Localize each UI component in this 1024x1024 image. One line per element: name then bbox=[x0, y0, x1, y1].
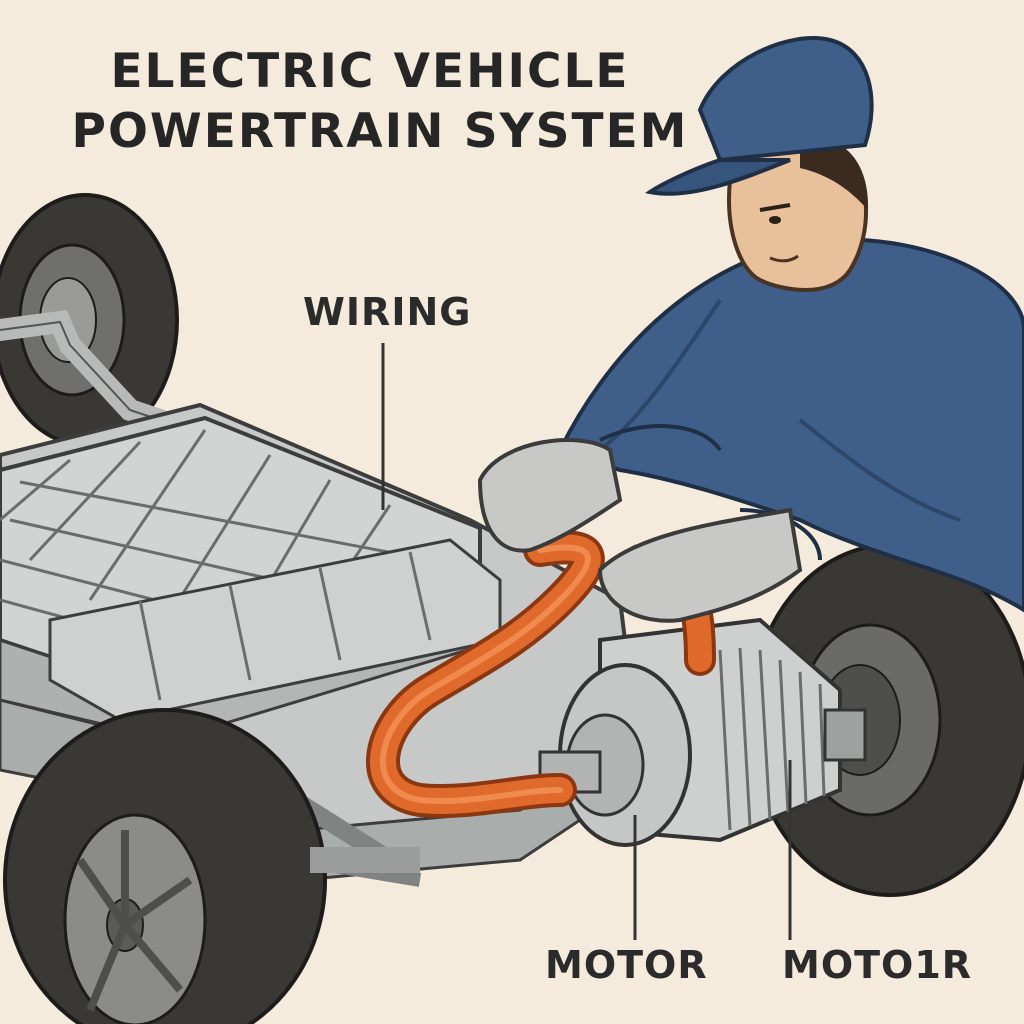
mechanic bbox=[557, 36, 1024, 613]
electric-motor bbox=[538, 617, 867, 847]
label-motor: MOTOR bbox=[545, 943, 708, 987]
title-line-1: ELECTRIC VEHICLE bbox=[110, 44, 630, 99]
title-line-2: POWERTRAIN SYSTEM bbox=[71, 104, 689, 159]
gloves bbox=[477, 438, 803, 623]
rear-left-wheel bbox=[0, 193, 179, 447]
leader-lines bbox=[381, 343, 792, 940]
label-wiring: WIRING bbox=[303, 290, 472, 334]
label-moto1r: MOTO1R bbox=[782, 943, 973, 987]
front-left-wheel bbox=[3, 708, 327, 1024]
